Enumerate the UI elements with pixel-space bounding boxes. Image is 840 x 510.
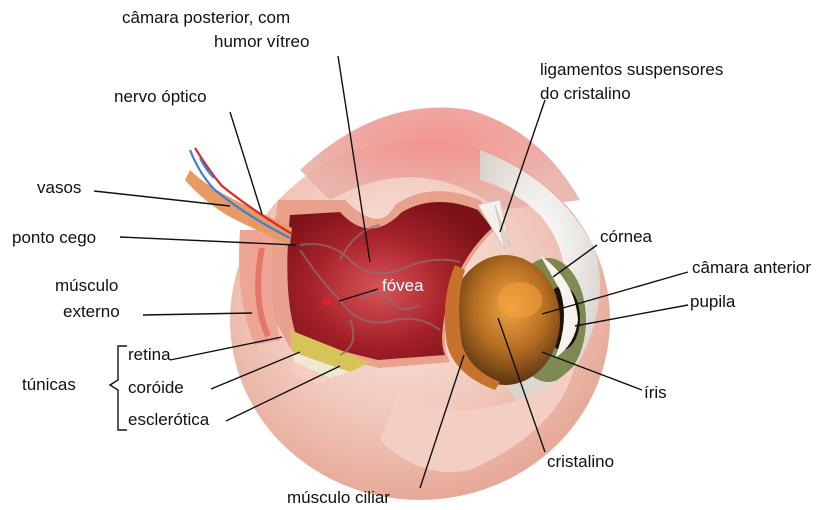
label-suspensory-2: do cristalino (540, 84, 631, 104)
label-posterior-chamber-1: câmara posterior, com (122, 8, 290, 28)
label-fovea: fóvea (382, 276, 424, 296)
label-cornea: córnea (600, 227, 652, 247)
tunics-bracket (110, 346, 127, 430)
leader-optic-nerve (230, 112, 262, 214)
label-ciliary-muscle: músculo ciliar (287, 488, 390, 508)
label-lens: cristalino (547, 452, 614, 472)
label-suspensory-1: ligamentos suspensores (540, 60, 723, 80)
label-tunics: túnicas (22, 375, 76, 395)
label-choroid: coróide (128, 378, 184, 398)
label-anterior-chamber: câmara anterior (692, 258, 811, 278)
label-retina: retina (128, 345, 171, 365)
label-sclera: esclerótica (128, 410, 209, 430)
label-external-muscle-1: músculo (55, 276, 118, 296)
label-posterior-chamber-2: humor vítreo (214, 32, 309, 52)
fovea-dot (323, 298, 331, 306)
label-iris: íris (644, 383, 667, 403)
label-optic-nerve: nervo óptico (114, 87, 207, 107)
label-vessels: vasos (37, 178, 81, 198)
label-blind-spot: ponto cego (12, 228, 96, 248)
label-pupil: pupila (690, 292, 735, 312)
label-external-muscle-2: externo (63, 302, 120, 322)
